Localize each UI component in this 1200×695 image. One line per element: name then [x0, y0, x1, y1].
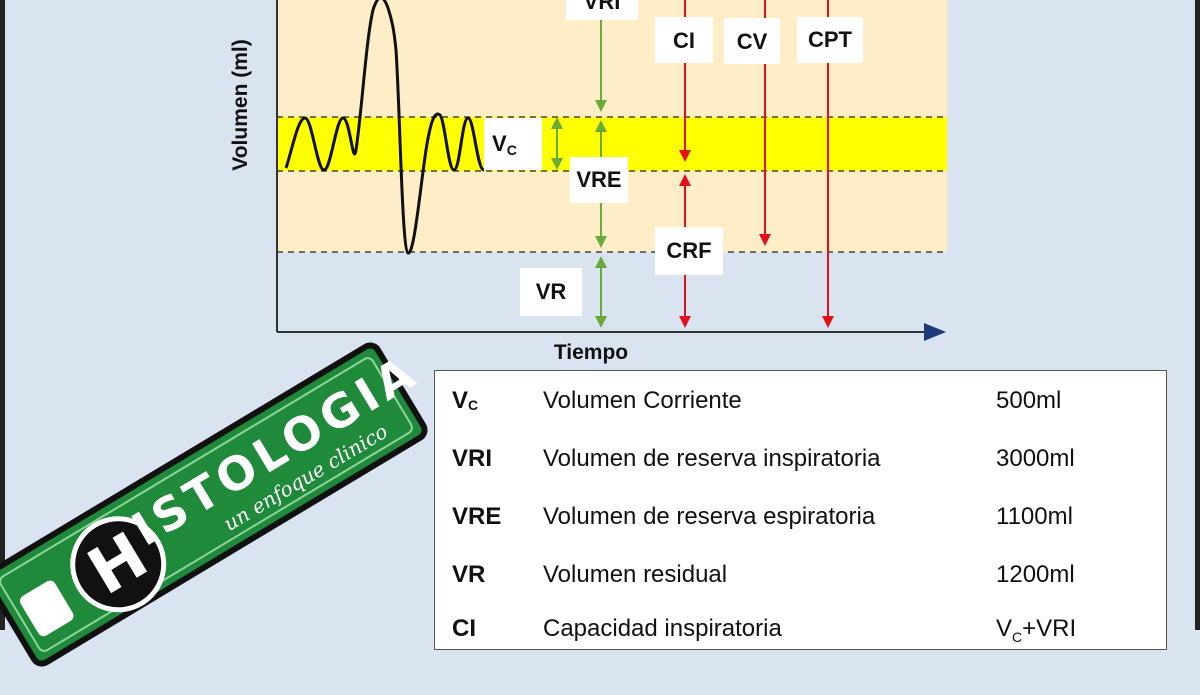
page-frame: [0, 0, 1200, 630]
legend-value: 3000ml: [996, 445, 1075, 472]
vri-label: VRI: [566, 0, 638, 20]
legend-row-vr: VR Volumen residual 1200ml: [435, 561, 1166, 601]
legend-abbr: VRE: [452, 503, 502, 530]
legend-abbr: CI: [452, 615, 476, 642]
legend-abbr: VR: [452, 561, 486, 588]
svg-text:VR: VR: [536, 279, 567, 304]
x-axis-arrowhead: [924, 323, 946, 341]
svg-text:VRE: VRE: [576, 167, 621, 192]
svg-text:CPT: CPT: [808, 27, 853, 52]
legend-name: Volumen Corriente: [543, 387, 742, 414]
svg-text:VC: VC: [492, 131, 517, 158]
x-axis-label: Tiempo: [554, 341, 628, 364]
cpt-label: CPT: [797, 17, 863, 63]
crf-label: CRF: [655, 227, 723, 275]
y-axis-label: Volumen (ml): [229, 39, 252, 170]
svg-text:CRF: CRF: [666, 238, 711, 263]
legend-value: 500ml: [996, 387, 1062, 414]
lung-volumes-diagram: VRI CI CV CPT VC VRE CRF VR Volumen (ml)…: [229, 0, 947, 364]
legend-value: 1200ml: [996, 561, 1075, 588]
svg-text:VRI: VRI: [584, 0, 621, 14]
legend-name: Volumen de reserva inspiratoria: [543, 445, 881, 472]
legend-abbr: VRI: [452, 445, 493, 472]
vr-label: VR: [520, 268, 582, 316]
legend-name: Volumen de reserva espiratoria: [543, 503, 876, 530]
legend-value: 1100ml: [996, 503, 1073, 530]
cv-label: CV: [724, 18, 780, 64]
vc-label: VC: [484, 118, 542, 170]
svg-text:CV: CV: [737, 29, 768, 54]
svg-text:CI: CI: [673, 28, 695, 53]
legend-name: Volumen residual: [543, 561, 728, 588]
legend-row-ci: CI Capacidad inspiratoria VC+VRI: [435, 615, 1166, 649]
legend-name: Capacidad inspiratoria: [543, 615, 782, 642]
legend-row-vri: VRI Volumen de reserva inspiratoria 3000…: [435, 445, 1166, 485]
spirogram-wave: [284, 0, 486, 255]
legend-row-vre: VRE Volumen de reserva espiratoria 1100m…: [435, 503, 1166, 543]
legend-table: VC Volumen Corriente 500ml VRI Volumen d…: [434, 370, 1167, 650]
legend-row-vc: VC Volumen Corriente 500ml: [435, 387, 1166, 427]
ci-label: CI: [655, 17, 713, 63]
legend-abbr: VC: [452, 387, 479, 414]
vre-label: VRE: [570, 157, 628, 203]
